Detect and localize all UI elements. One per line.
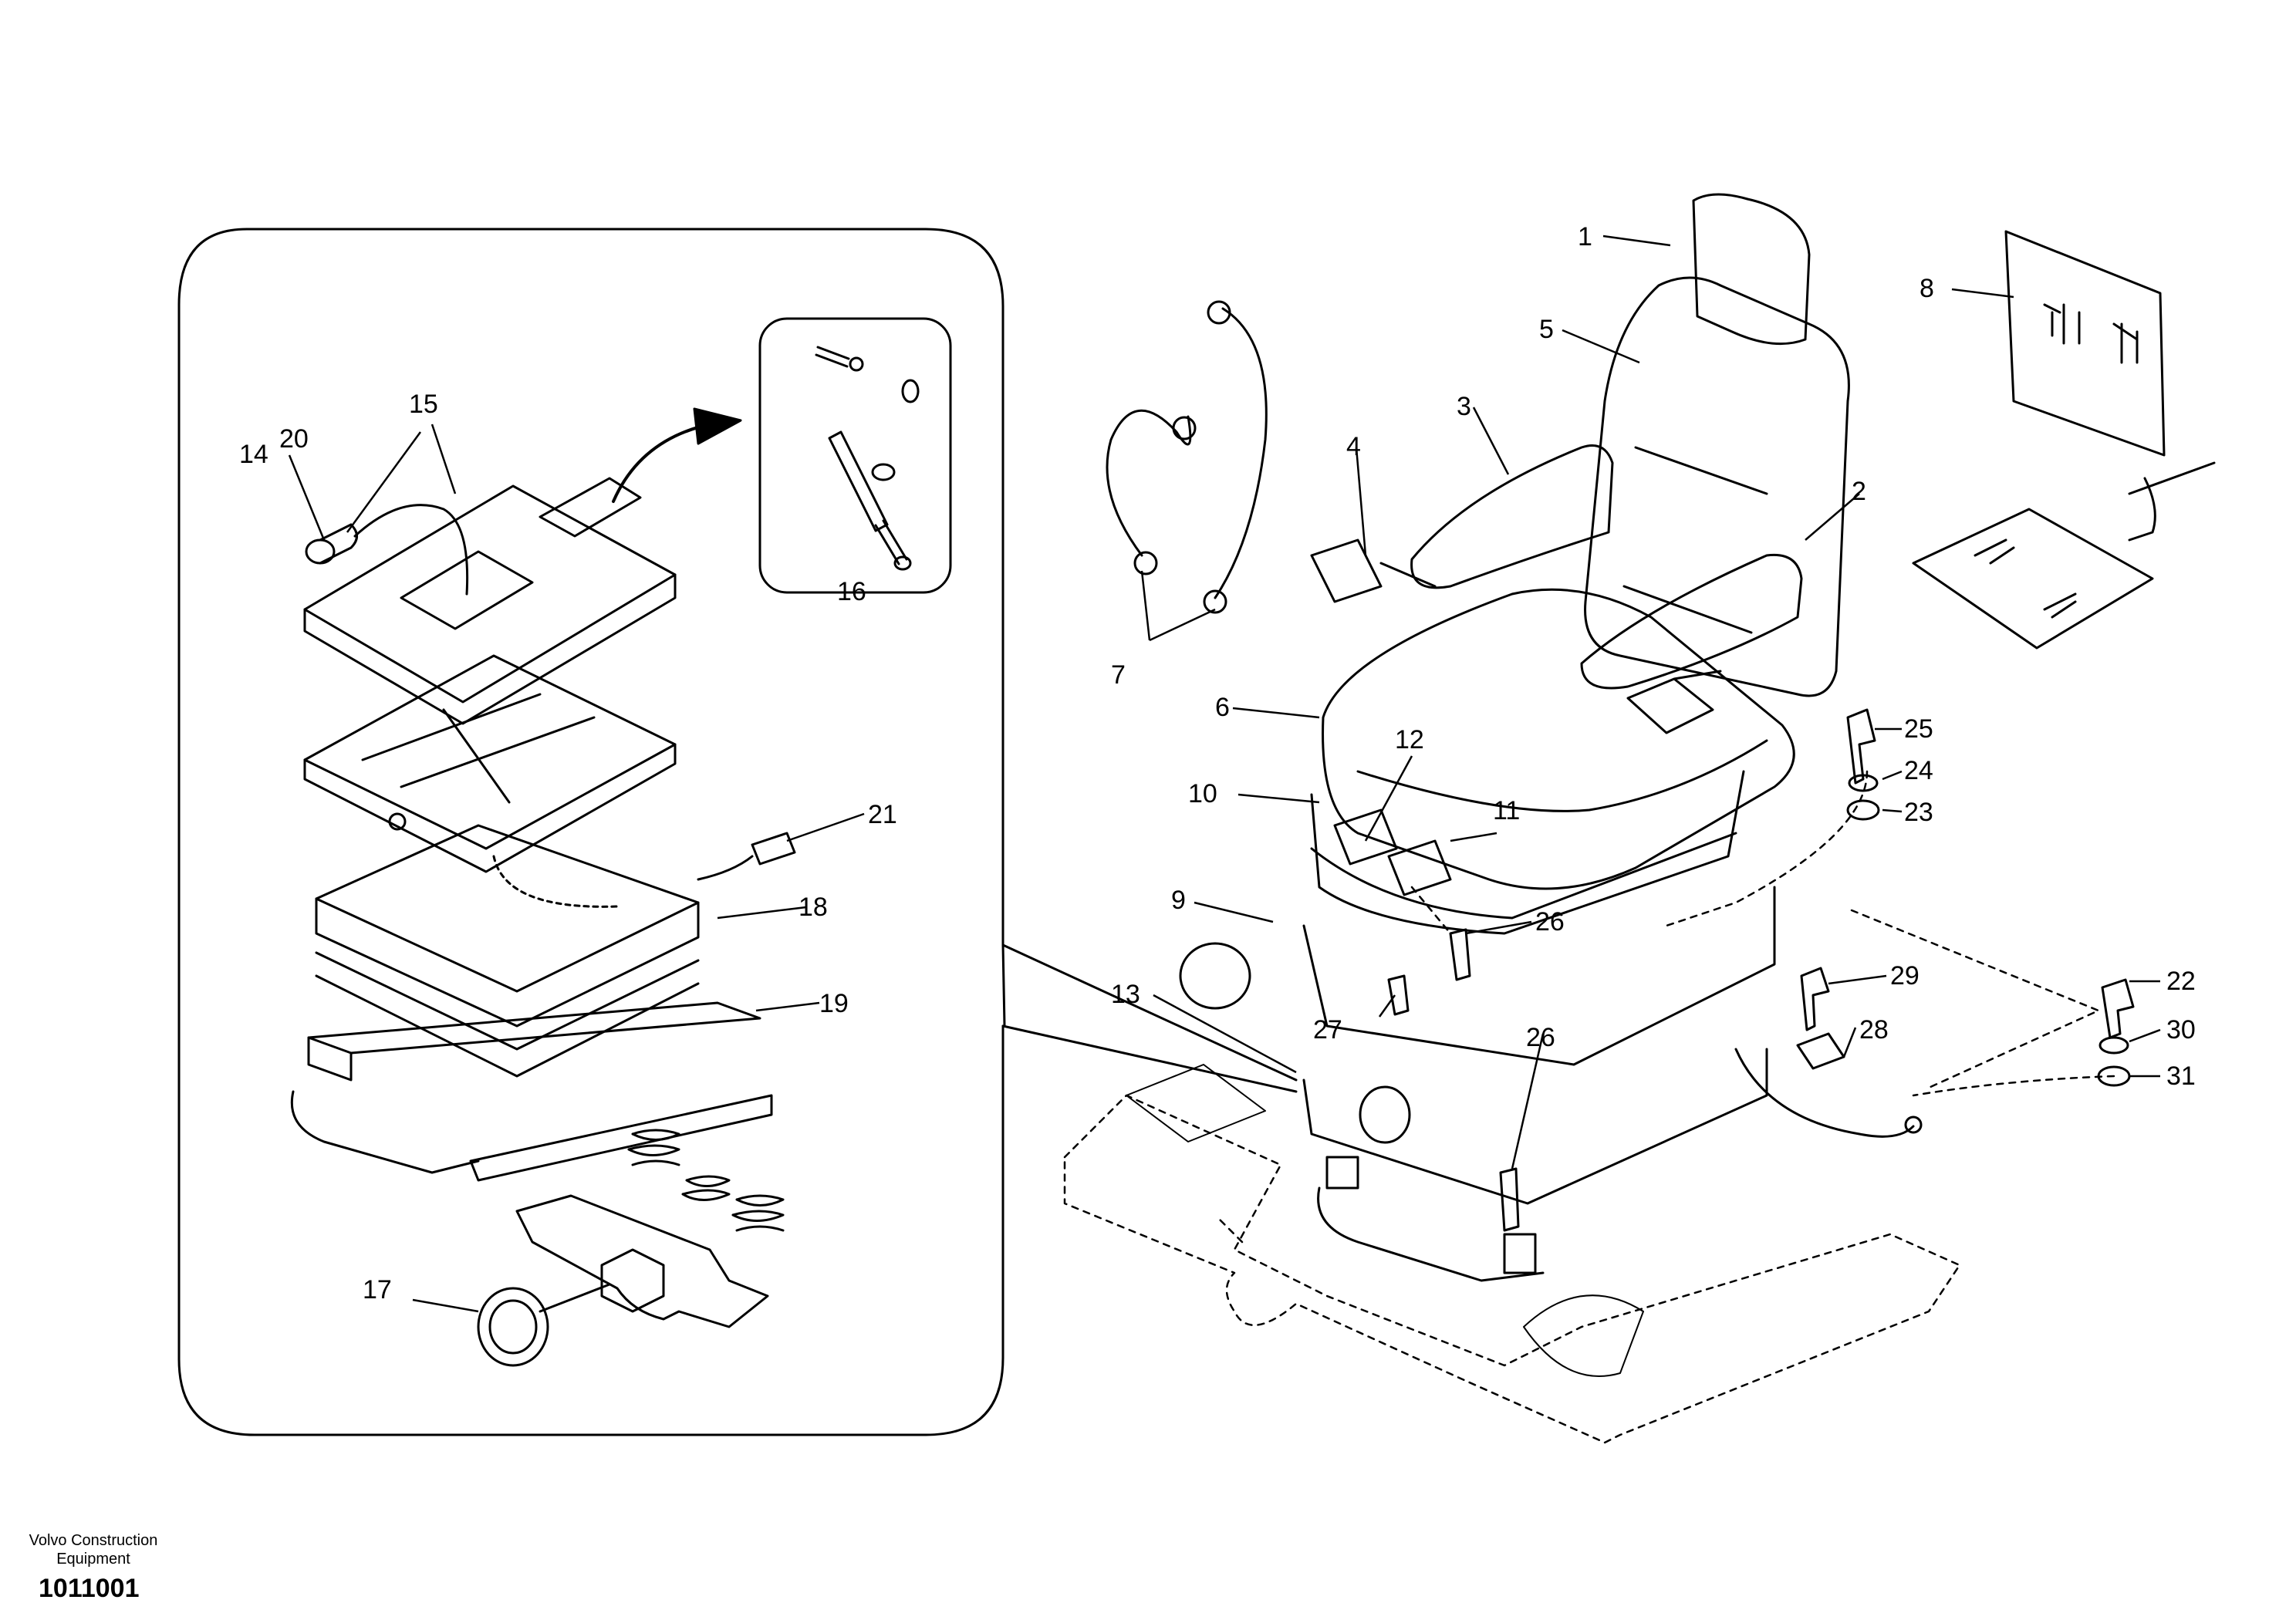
callout-5: 5	[1539, 315, 1554, 344]
bolt-25-stack	[1846, 708, 1880, 821]
callout-30: 30	[2166, 1015, 2196, 1045]
company-name-line-1: Volvo Construction	[29, 1532, 158, 1549]
ground-cable	[1734, 1048, 1915, 1138]
callout-26-front: 26	[1526, 1023, 1555, 1052]
heater-mats	[1912, 230, 2216, 650]
seat-belt-latch	[1333, 808, 1452, 896]
floor-vent-left	[1126, 1064, 1266, 1142]
callout-4: 4	[1346, 432, 1361, 461]
callout-18: 18	[799, 893, 828, 922]
callout-26-side: 26	[1535, 907, 1565, 937]
callout-21: 21	[868, 800, 897, 829]
callout-25: 25	[1904, 714, 1933, 744]
callout-24: 24	[1904, 756, 1933, 785]
callout-6: 6	[1215, 693, 1230, 722]
suspension-springs	[627, 1129, 785, 1232]
left-armrest	[1410, 444, 1614, 589]
floor-vent-right	[1523, 1294, 1644, 1377]
lumbar-knob	[1179, 942, 1251, 1010]
bolt-27	[1387, 974, 1410, 1016]
height-adjuster	[477, 1194, 769, 1367]
callout-27: 27	[1313, 1015, 1342, 1045]
callout-11: 11	[1493, 796, 1520, 825]
callout-29: 29	[1890, 961, 1920, 991]
seat-rails	[290, 1001, 773, 1182]
seat-belt-buckle-left	[1310, 538, 1437, 603]
drawing-number: 1011001	[39, 1574, 140, 1603]
base-adjuster-knob	[1359, 1085, 1411, 1144]
ground-straps	[1106, 300, 1268, 614]
gas-spring	[815, 346, 920, 571]
bolt-22-stack	[2097, 978, 2135, 1087]
callout-10: 10	[1188, 779, 1217, 808]
callout-17: 17	[363, 1275, 392, 1304]
callout-8: 8	[1920, 274, 1934, 303]
callout-31: 31	[2166, 1061, 2196, 1091]
callout-16: 16	[837, 577, 866, 606]
wire-harness	[353, 504, 469, 596]
callout-28: 28	[1859, 1015, 1889, 1045]
bolt-26-front	[1499, 1167, 1520, 1232]
callout-13: 13	[1111, 980, 1140, 1009]
callout-14: 14	[239, 440, 268, 469]
callout-2: 2	[1852, 477, 1866, 506]
bolt-26-side	[1449, 928, 1471, 981]
callout-23: 23	[1904, 798, 1933, 827]
callout-3: 3	[1457, 392, 1471, 421]
callout-12: 12	[1395, 725, 1424, 754]
backrest	[1584, 276, 1850, 697]
connector-14	[305, 523, 358, 565]
seat-belt-buckle-right	[1626, 670, 1722, 734]
base-pan	[315, 824, 700, 1078]
scissor-frame	[303, 654, 677, 873]
callout-9: 9	[1171, 886, 1186, 915]
seat-cushion	[1322, 588, 1795, 890]
callout-1: 1	[1578, 222, 1592, 251]
seat-base	[1302, 1048, 1768, 1205]
callout-20: 20	[279, 424, 309, 454]
callout-19: 19	[819, 989, 849, 1018]
headrest	[1692, 193, 1811, 346]
company-name-line-2: Equipment	[56, 1551, 130, 1568]
connector-21	[697, 832, 796, 881]
gas-spring-inset-frame	[758, 317, 952, 594]
seat-suspension	[1310, 770, 1745, 935]
cab-floor-outline	[1063, 770, 2115, 1444]
callout-22: 22	[2166, 967, 2196, 996]
callout-leaders	[288, 235, 2161, 1313]
detail-arrow	[612, 423, 711, 503]
callout-15: 15	[409, 390, 438, 419]
callout-7: 7	[1111, 660, 1126, 690]
detail-inset-frame	[177, 228, 1006, 1436]
inset-leader-lines	[1001, 943, 1298, 1093]
right-armrest	[1580, 553, 1803, 690]
